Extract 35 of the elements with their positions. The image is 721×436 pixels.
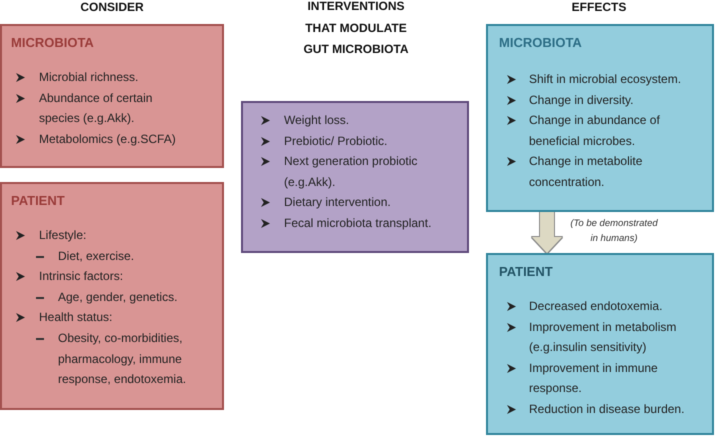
text-panel bbox=[486, 253, 714, 435]
list-item-text: Metabolomics (e.g.SCFA) bbox=[39, 130, 177, 148]
panel-heading: PATIENT bbox=[499, 263, 554, 281]
list-item-text: Improvement in metabolism (e.g.insulin sensitivity) bbox=[529, 318, 678, 356]
list-item-text: Change in diversity. bbox=[529, 92, 634, 109]
list-item-text: Age, gender, genetics. bbox=[58, 288, 178, 306]
list-item-text: Fecal microbiota transplant. bbox=[284, 214, 432, 232]
panel-heading: PATIENT bbox=[11, 192, 66, 210]
list-item-text: Change in metabolite concentration. bbox=[529, 153, 644, 191]
text-panel bbox=[0, 182, 224, 410]
text-panel bbox=[0, 24, 224, 168]
panel-heading: MICROBIOTA bbox=[11, 34, 95, 52]
list-item-text: Reduction in disease burden. bbox=[529, 400, 686, 418]
list-item-text: Next generation probiotic (e.g.Akk). bbox=[284, 153, 418, 191]
list-item-text: Diet, exercise. bbox=[58, 248, 136, 265]
list-item-text: Decreased endotoxemia. bbox=[529, 298, 664, 315]
column-heading: INTERVENTIONS THAT MODULATE GUT MICROBIOTA bbox=[302, 0, 410, 58]
block-arrow bbox=[532, 212, 562, 253]
list-item-text: Dietary intervention. bbox=[284, 194, 392, 212]
list-item-text: Intrinsic factors: bbox=[39, 268, 124, 286]
list-item-text: Prebiotic/ Probiotic. bbox=[284, 132, 388, 150]
column-heading: CONSIDER bbox=[79, 0, 145, 16]
text-panel bbox=[486, 24, 714, 212]
text-panel bbox=[241, 101, 469, 253]
list-item-text: Shift in microbial ecosystem. bbox=[529, 71, 682, 88]
column-heading: EFFECTS bbox=[570, 0, 628, 16]
list-item-text: Health status: bbox=[39, 309, 114, 326]
list-item-text: Microbial richness. bbox=[39, 69, 140, 86]
list-item-text: Lifestyle: bbox=[39, 227, 88, 244]
list-item-text: Improvement in immune response. bbox=[529, 360, 659, 398]
panel-heading: MICROBIOTA bbox=[499, 34, 583, 52]
list-item-text: Weight loss. bbox=[284, 112, 350, 129]
list-item-text: Change in abundance of beneficial microbes. bbox=[529, 112, 661, 150]
list-item-text: Abundance of certain species (e.g.Akk). bbox=[39, 90, 154, 128]
list-item-text: Obesity, co-morbidities, pharmacology, immune response, endotoxemia. bbox=[58, 330, 188, 388]
